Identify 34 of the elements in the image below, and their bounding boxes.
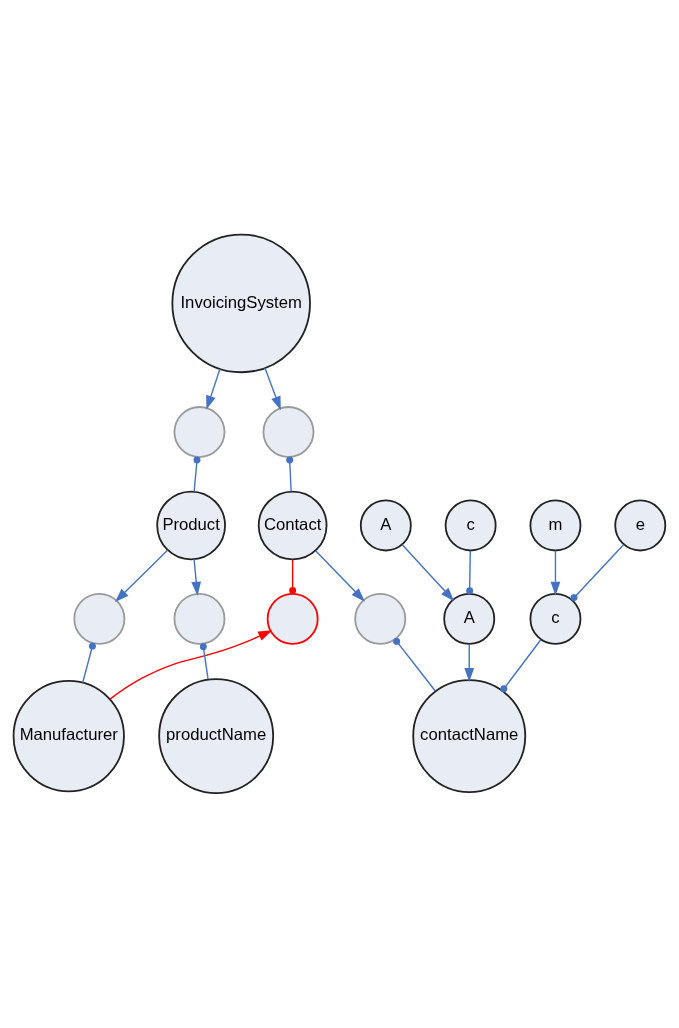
arrow — [191, 558, 202, 596]
arrow — [206, 368, 221, 410]
node-circle: m — [529, 499, 582, 552]
connector — [286, 456, 294, 493]
connector — [81, 642, 96, 684]
connector — [393, 637, 436, 692]
connector — [199, 643, 209, 680]
arrow — [109, 630, 273, 700]
node-circle — [173, 593, 226, 645]
node-circle — [73, 593, 126, 645]
node-circle: c — [444, 499, 497, 552]
node-circle: InvoicingSystem — [171, 233, 311, 374]
node-circle — [173, 406, 226, 458]
connector — [570, 544, 625, 602]
node-circle: e — [614, 499, 667, 552]
node-circle: A — [359, 499, 412, 552]
connector — [500, 639, 542, 693]
arrow — [115, 549, 169, 603]
arrow — [314, 550, 365, 602]
node-circle: Manufacturer — [12, 679, 125, 793]
node-circle: productName — [158, 678, 275, 794]
connector — [289, 558, 297, 595]
arrow — [550, 550, 561, 596]
node-circle: contactName — [412, 679, 527, 794]
node-circle — [262, 406, 315, 458]
connector — [193, 456, 201, 493]
connector — [466, 550, 474, 595]
node-circle — [266, 593, 319, 645]
arrow — [264, 367, 281, 411]
node-circle: Product — [156, 490, 226, 561]
node-circle: A — [443, 593, 496, 645]
arrow — [401, 544, 455, 602]
arrow — [464, 643, 475, 682]
node-circle: Contact — [257, 490, 328, 561]
